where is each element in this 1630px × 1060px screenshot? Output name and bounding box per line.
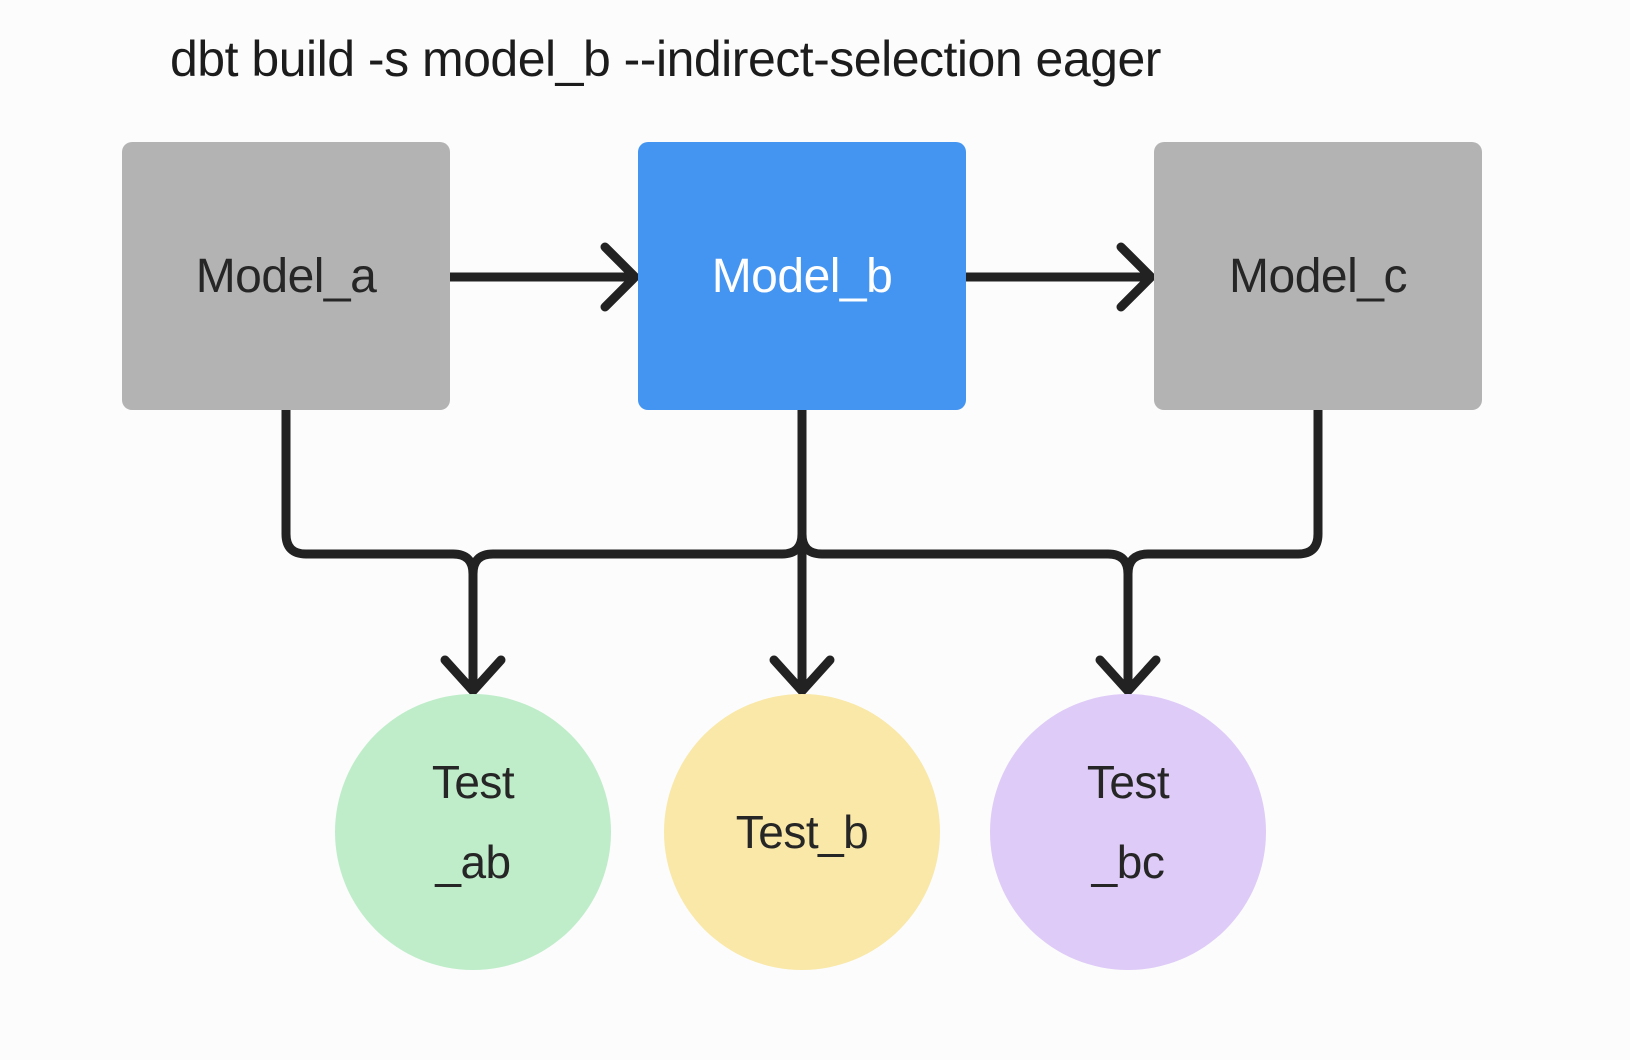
node-test-bc-label: Test _bc	[1086, 756, 1170, 888]
arrowhead-test-bc	[1095, 655, 1161, 696]
diagram-title: dbt build -s model_b --indirect-selectio…	[170, 31, 1161, 87]
node-test-b-label: Test_b	[735, 806, 869, 858]
node-test-b: Test_b	[664, 694, 940, 970]
node-model-c-label: Model_c	[1229, 249, 1407, 303]
node-model-b-label: Model_b	[711, 249, 893, 303]
arrowhead-test-b	[769, 655, 835, 696]
node-model-a: Model_a	[122, 142, 450, 410]
arrowhead-model-b	[600, 242, 640, 312]
arrowhead-test-ab	[440, 655, 506, 696]
node-model-a-label: Model_a	[195, 249, 377, 303]
node-test-ab-label: Test _ab	[431, 756, 515, 888]
node-model-c: Model_c	[1154, 142, 1482, 410]
edge-model-c-to-test-bc	[1123, 405, 1323, 689]
node-test-ab: Test _ab	[335, 694, 611, 970]
node-test-bc: Test _bc	[990, 694, 1266, 970]
edge-model-b-to-test-bc	[797, 405, 1133, 689]
node-model-b-selected: Model_b	[638, 142, 966, 410]
edge-model-b-to-test-ab	[468, 405, 807, 689]
arrowhead-model-c	[1116, 242, 1156, 312]
edge-model-a-to-test-ab	[281, 405, 478, 689]
